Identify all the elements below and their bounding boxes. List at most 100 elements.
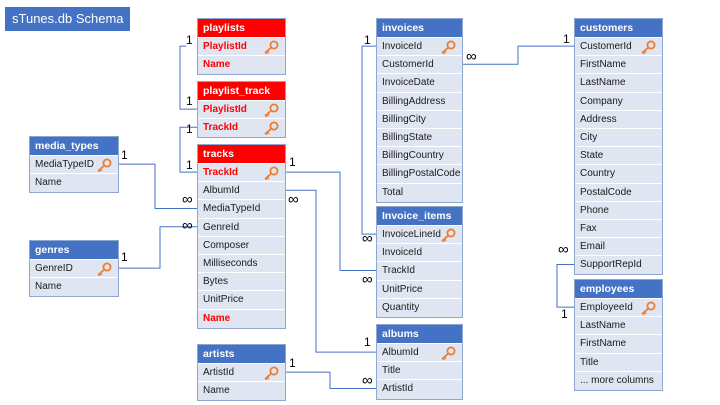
- key-icon: [440, 40, 456, 55]
- relationship-line: [463, 45, 574, 65]
- relationship-line: [286, 371, 376, 389]
- table-field: FirstName: [575, 56, 662, 75]
- table-field: BillingPostalCode: [377, 165, 462, 184]
- field-label: Phone: [580, 204, 609, 216]
- key-icon: [440, 228, 456, 243]
- field-label: Title: [382, 365, 401, 377]
- table-field: MediaTypeId: [198, 200, 285, 219]
- field-label: Name: [35, 281, 62, 293]
- table-field: ... more columns: [575, 371, 662, 390]
- field-label: BillingState: [382, 131, 433, 143]
- field-label: Email: [580, 241, 606, 253]
- key-icon: [96, 158, 112, 173]
- cardinality-label: 1: [563, 32, 570, 46]
- field-label: City: [580, 131, 598, 143]
- field-label: Milliseconds: [203, 257, 258, 269]
- table-field: City: [575, 128, 662, 148]
- relationship-line: [119, 226, 197, 269]
- table-field: MediaTypeID: [30, 156, 118, 175]
- table-field: BillingCountry: [377, 147, 462, 166]
- table-header: Invoice_items: [377, 207, 462, 226]
- cardinality-label: 1: [561, 307, 568, 321]
- cardinality-label: 1: [121, 250, 128, 264]
- table-header: media_types: [30, 137, 118, 156]
- field-label: Name: [35, 177, 62, 189]
- table-field: GenreID: [30, 260, 118, 279]
- table-field: BillingCity: [377, 110, 462, 129]
- field-label: UnitPrice: [382, 283, 423, 295]
- table-field: UnitPrice: [377, 280, 462, 299]
- field-label: TrackId: [382, 265, 415, 277]
- field-label: ArtistId: [382, 383, 414, 395]
- key-icon: [263, 121, 279, 136]
- table-field: TrackId: [377, 262, 462, 281]
- cardinality-label: ∞: [182, 217, 193, 234]
- field-label: CustomerId: [580, 41, 632, 52]
- table-header: employees: [575, 280, 662, 299]
- cardinality-label: 1: [186, 94, 193, 108]
- relationship-line: [179, 45, 197, 110]
- cardinality-label: 1: [364, 33, 371, 47]
- table-field: Name: [30, 174, 118, 193]
- table-field: Milliseconds: [198, 254, 285, 274]
- cardinality-label: 1: [121, 148, 128, 162]
- cardinality-label: 1: [186, 122, 193, 136]
- relationship-line: [119, 163, 197, 209]
- field-label: CustomerId: [382, 59, 434, 71]
- cardinality-label: ∞: [182, 191, 193, 208]
- table-field: CustomerId: [575, 38, 662, 57]
- field-label: Bytes: [203, 276, 229, 288]
- key-icon: [440, 346, 456, 361]
- table-header: customers: [575, 19, 662, 38]
- field-label: PlaylistId: [203, 41, 247, 52]
- relationship-line: [286, 189, 376, 353]
- field-label: InvoiceId: [382, 247, 423, 259]
- table-field: Total: [377, 183, 462, 202]
- key-icon: [640, 40, 656, 55]
- field-label: BillingPostalCode: [382, 168, 461, 180]
- table-field: Quantity: [377, 298, 462, 317]
- field-label: BillingAddress: [382, 95, 446, 107]
- table-field: LastName: [575, 74, 662, 93]
- table-field: Composer: [198, 236, 285, 255]
- field-label: MediaTypeID: [35, 159, 94, 170]
- field-label: InvoiceLineId: [382, 229, 441, 240]
- table-field: Name: [30, 278, 118, 297]
- cardinality-label: 1: [289, 356, 296, 370]
- key-icon: [640, 301, 656, 316]
- field-label: PlaylistId: [203, 104, 247, 115]
- table-field: PlaylistId: [198, 101, 285, 120]
- table-field: TrackId: [198, 164, 285, 183]
- table-field: Bytes: [198, 273, 285, 292]
- table-field: ArtistId: [377, 380, 462, 399]
- table-field: SupportRepId: [575, 256, 662, 275]
- field-label: Name: [203, 385, 230, 397]
- field-label: LastName: [580, 77, 626, 89]
- table-field: CustomerId: [377, 56, 462, 75]
- field-label: BillingCity: [382, 113, 426, 125]
- table-header: playlists: [198, 19, 285, 38]
- field-label: Total: [382, 186, 404, 198]
- table-field: Country: [575, 165, 662, 184]
- table-field: LastName: [575, 317, 662, 336]
- cardinality-label: ∞: [288, 191, 299, 208]
- table-field: Fax: [575, 219, 662, 239]
- relationship-line: [556, 264, 574, 308]
- field-label: FirstName: [580, 59, 627, 71]
- table-field: Name: [198, 56, 285, 75]
- field-label: AlbumId: [382, 347, 419, 358]
- field-label: Name: [203, 59, 231, 71]
- table-field: TrackId: [198, 119, 285, 138]
- cardinality-label: ∞: [362, 372, 373, 389]
- field-label: Name: [203, 312, 231, 324]
